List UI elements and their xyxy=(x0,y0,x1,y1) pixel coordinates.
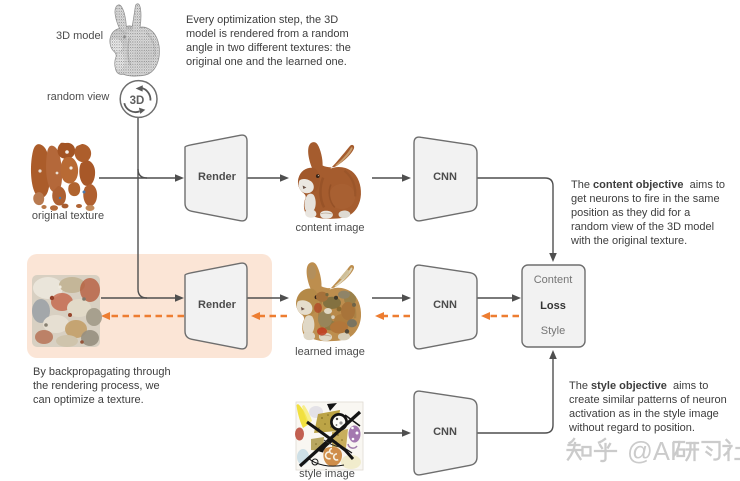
svg-text:@AI: @AI xyxy=(627,438,677,466)
